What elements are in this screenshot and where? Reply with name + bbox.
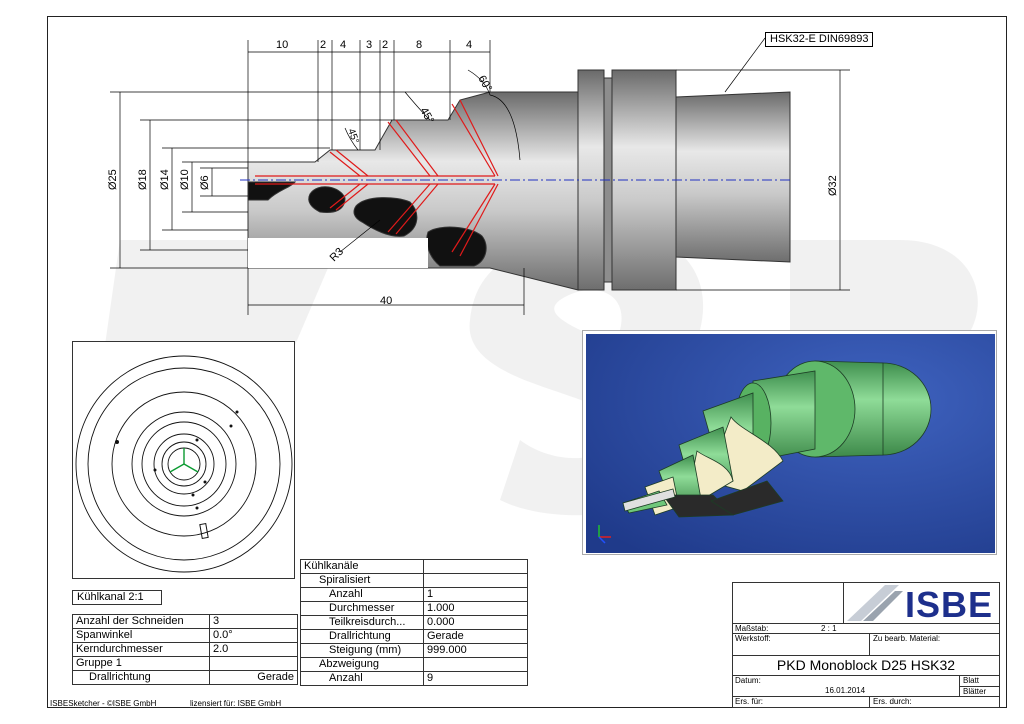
cool-name: Drallrichtung: [300, 629, 424, 644]
cool-name: Steigung (mm): [300, 643, 424, 658]
dim-d18: Ø18: [137, 169, 149, 190]
dim-2b: 2: [382, 39, 388, 51]
footer-license: lizensiert für: ISBE GmbH: [190, 699, 282, 708]
cool-value: 1.000: [423, 601, 528, 616]
cool-name: Durchmesser: [300, 601, 424, 616]
render-view: [586, 334, 995, 553]
param-value: [209, 656, 298, 671]
param-name: Spanwinkel: [72, 628, 210, 643]
cool-value: [423, 657, 528, 672]
param-name: Kerndurchmesser: [72, 642, 210, 657]
ers-durch-label: Ers. durch:: [873, 697, 912, 706]
cool-name: Abzweigung: [300, 657, 424, 672]
cool-value: 999.000: [423, 643, 528, 658]
cool-value: [423, 559, 528, 574]
dim-length: 40: [380, 295, 392, 307]
datum-label: Datum:: [735, 676, 761, 685]
param-value: Gerade: [209, 670, 298, 685]
massstab-value: 2 : 1: [821, 624, 837, 633]
render-panel: [582, 330, 997, 555]
param-name: Anzahl der Schneiden: [72, 614, 210, 629]
werkstoff-label: Werkstoff:: [735, 634, 771, 643]
cool-value: Gerade: [423, 629, 528, 644]
dim-angle-45-b: 45°: [345, 127, 361, 145]
table-row: Steigung (mm)999.000: [300, 643, 528, 658]
ers-fuer-label: Ers. für:: [735, 697, 764, 706]
blatt-label: Blatt: [963, 676, 980, 685]
cool-value: [423, 573, 528, 588]
hsk-callout: HSK32-E DIN69893: [765, 32, 874, 47]
title-block: ISBE Maßstab: 2 : 1 Werkstoff: Zu bearb.…: [732, 582, 1000, 708]
coolant-channels: [255, 99, 499, 257]
isbe-logo: ISBE: [845, 583, 999, 623]
datum-value: 16.01.2014: [825, 686, 866, 695]
drawing-title: PKD Monoblock D25 HSK32: [776, 657, 956, 673]
table-row: Abzweigung: [300, 657, 528, 672]
cool-name: Anzahl: [300, 587, 424, 602]
dim-d32: Ø32: [827, 175, 839, 196]
dim-d6: Ø6: [199, 175, 211, 190]
dim-4b: 4: [466, 39, 472, 51]
front-view-panel: [72, 341, 295, 579]
param-value: 2.0: [209, 642, 298, 657]
cool-value: 0.000: [423, 615, 528, 630]
detail-label: Kühlkanal 2:1: [72, 590, 162, 605]
dim-d10: Ø10: [179, 169, 191, 190]
dim-10: 10: [276, 39, 288, 51]
param-value: 3: [209, 614, 298, 629]
cool-value: 9: [423, 671, 528, 686]
dim-d14: Ø14: [159, 169, 171, 190]
dim-3: 3: [366, 39, 372, 51]
svg-text:ISBE: ISBE: [905, 584, 993, 623]
table-row: Gruppe 1: [72, 656, 298, 671]
cool-name: Spiralisiert: [300, 573, 424, 588]
dim-d25: Ø25: [107, 169, 119, 190]
cool-name: Anzahl: [300, 671, 424, 686]
cool-name: Teilkreisdurch...: [300, 615, 424, 630]
dim-angle-60: 60°: [475, 74, 494, 94]
material-label: Zu bearb. Material:: [873, 634, 941, 643]
drawing-frame: [47, 16, 1007, 708]
table-row: Spiralisiert: [300, 573, 528, 588]
axis-triad-icon: [598, 525, 611, 544]
param-name: Gruppe 1: [72, 656, 210, 671]
cool-value: 1: [423, 587, 528, 602]
table-row: Kühlkanäle: [300, 559, 528, 574]
param-value: 0.0°: [209, 628, 298, 643]
dim-2a: 2: [320, 39, 326, 51]
dim-8: 8: [416, 39, 422, 51]
cool-name: Kühlkanäle: [300, 559, 424, 574]
dimension-lines: [110, 37, 850, 315]
front-view-drawing: [75, 355, 293, 573]
footer-copyright: ISBESketcher - ©ISBE GmbH: [50, 699, 157, 708]
param-name: Drallrichtung: [72, 670, 210, 685]
dim-4a: 4: [340, 39, 346, 51]
table-row: Teilkreisdurch...0.000: [300, 615, 528, 630]
massstab-label: Maßstab:: [735, 624, 769, 633]
blaetter-label: Blätter: [963, 687, 987, 696]
